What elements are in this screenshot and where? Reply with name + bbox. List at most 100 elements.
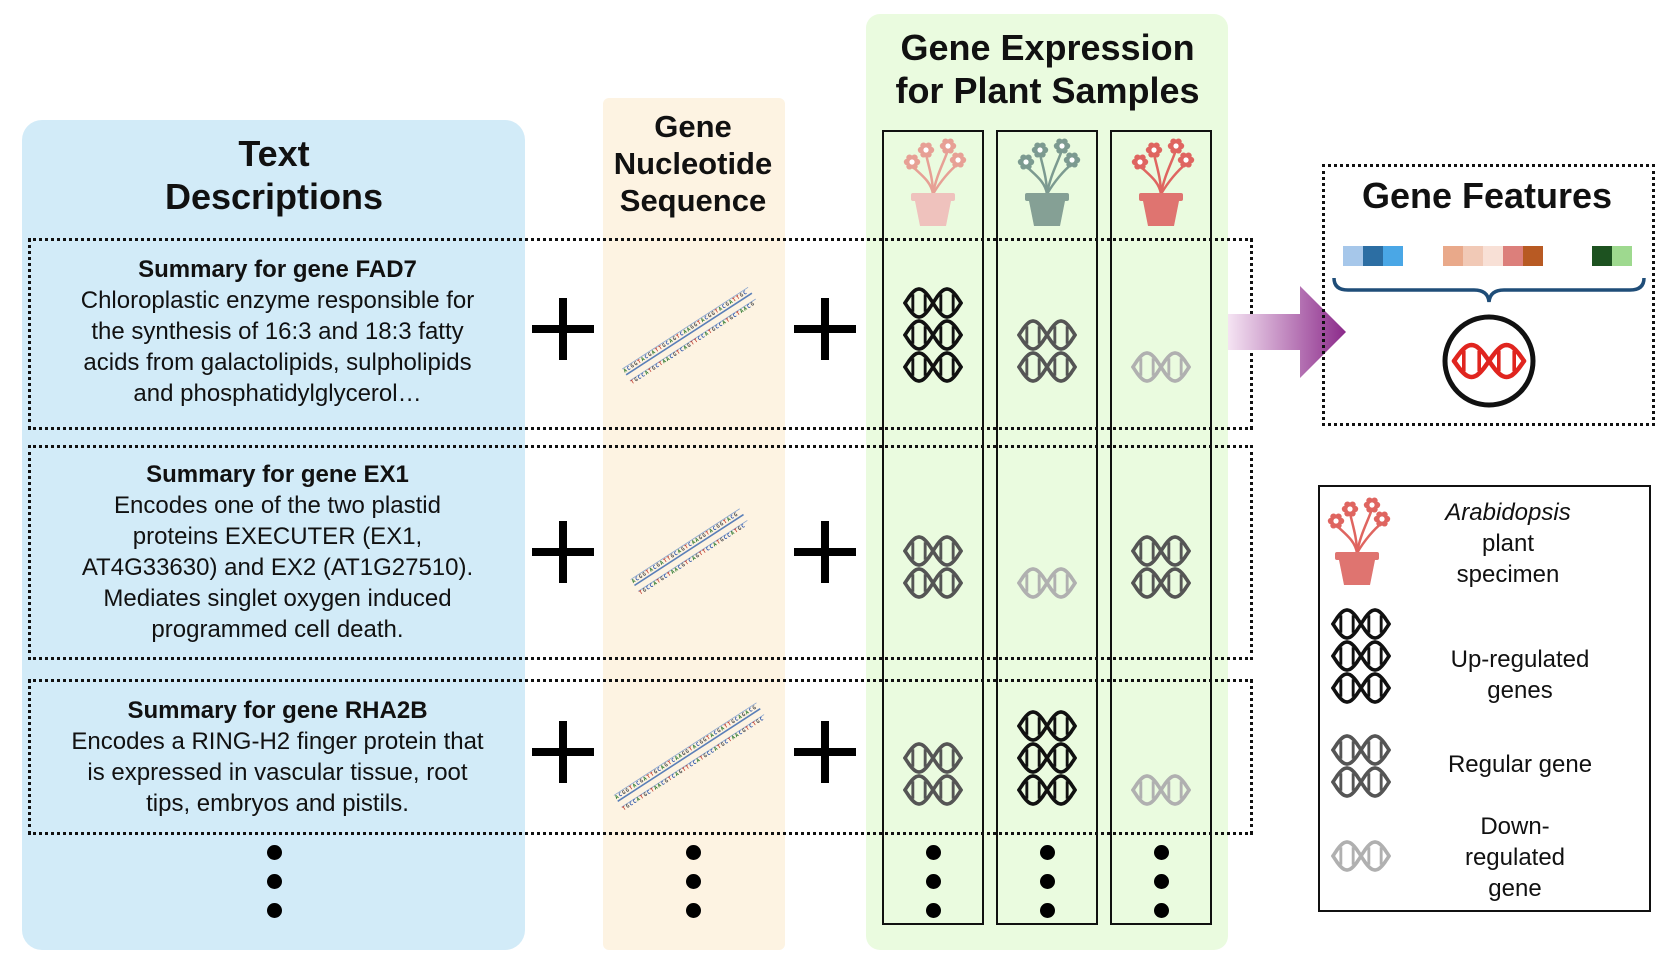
svg-text:T: T [637, 359, 643, 366]
dna-helix-icon [903, 742, 963, 774]
svg-text:A: A [720, 725, 727, 732]
text-descriptions-title-text: Text Descriptions [164, 133, 384, 218]
svg-text:C: C [724, 739, 730, 746]
plus-icon [794, 521, 856, 583]
legend-plant-label: Arabidopsis plant specimen [1398, 497, 1618, 590]
feature-cell [1343, 246, 1363, 266]
svg-text:T: T [706, 735, 712, 742]
legend-down-label: Down- regulated gene [1405, 811, 1625, 904]
svg-text:A: A [743, 305, 750, 312]
svg-text:T: T [663, 558, 669, 565]
svg-text:G: G [741, 728, 747, 735]
svg-text:G: G [647, 352, 653, 359]
legend-regular-text: Regular gene [1447, 751, 1593, 778]
ellipsis-dot [267, 845, 282, 860]
svg-text:C: C [746, 304, 752, 311]
feature-cell [1523, 246, 1543, 266]
dna-helix-icon [1331, 734, 1391, 766]
svg-text:A: A [670, 569, 677, 576]
svg-text:T: T [725, 317, 731, 324]
svg-text:C: C [740, 523, 746, 530]
svg-text:C: C [640, 372, 646, 379]
dna-helix-icon [903, 774, 963, 806]
ellipsis-dot [926, 874, 941, 889]
svg-text:A: A [674, 755, 681, 762]
svg-text:C: C [687, 542, 693, 549]
feature-cell [1363, 246, 1383, 266]
svg-text:A: A [640, 356, 647, 363]
svg-text:G: G [621, 790, 627, 797]
ellipsis-dot [926, 903, 941, 918]
svg-text:C: C [660, 780, 666, 787]
svg-text:A: A [644, 369, 651, 376]
svg-text:G: G [699, 739, 705, 746]
ellipsis-dot [1154, 874, 1169, 889]
svg-text:G: G [702, 737, 708, 744]
svg-text:T: T [697, 320, 703, 327]
ellipsis-dot [686, 845, 701, 860]
arrow-right-icon [1228, 286, 1346, 378]
svg-text:G: G [625, 787, 631, 794]
svg-text:T: T [628, 785, 634, 792]
svg-text:G: G [733, 512, 739, 519]
svg-text:A: A [731, 734, 738, 741]
svg-text:A: A [712, 541, 719, 548]
svg-text:A: A [695, 757, 702, 764]
svg-text:G: G [725, 301, 731, 308]
svg-text:G: G [680, 546, 686, 553]
svg-text:C: C [671, 758, 677, 765]
feature-cell [1483, 246, 1503, 266]
svg-text:T: T [727, 721, 733, 728]
plus-icon [532, 298, 594, 360]
svg-text:T: T [648, 368, 654, 375]
svg-text:G: G [656, 562, 662, 569]
gene-row-box-2 [28, 445, 1253, 660]
gene-sequence-title: Gene Nucleotide Sequence [603, 108, 783, 220]
svg-text:C: C [709, 544, 715, 551]
svg-text:T: T [667, 776, 673, 783]
svg-text:G: G [643, 792, 649, 799]
svg-text:C: C [669, 354, 675, 361]
svg-text:C: C [634, 576, 640, 583]
feature-cell [1592, 246, 1612, 266]
legend-plant-species: Arabidopsis [1445, 499, 1571, 526]
svg-text:C: C [705, 546, 711, 553]
svg-text:G: G [659, 576, 665, 583]
legend-regular-label: Regular gene [1410, 749, 1630, 780]
dna-helix-icon [1451, 342, 1527, 380]
feature-cell [1383, 246, 1403, 266]
dna-helix-icon [1017, 742, 1077, 774]
svg-text:A: A [631, 578, 638, 585]
svg-text:C: C [635, 780, 641, 787]
svg-text:C: C [706, 751, 712, 758]
gene-summary-body: Encodes one of the two plastid proteins … [81, 492, 474, 643]
legend-down-text: Down- regulated gene [1464, 813, 1566, 902]
svg-text:G: G [739, 292, 745, 299]
svg-text:T: T [676, 349, 682, 356]
plus-icon [532, 721, 594, 783]
svg-text:G: G [670, 553, 676, 560]
legend-box [1318, 485, 1651, 912]
svg-text:G: G [630, 363, 636, 370]
svg-text:T: T [675, 333, 681, 340]
dna-sequence-strip: ATCGGCGCTAATCGGCATTATAGCCGATGCTACGATATGC… [622, 286, 756, 386]
svg-text:G: G [711, 311, 717, 318]
svg-text:C: C [712, 526, 718, 533]
svg-text:G: G [752, 705, 758, 712]
svg-text:C: C [629, 801, 635, 808]
feature-cell [1463, 246, 1483, 266]
svg-text:C: C [730, 514, 736, 521]
svg-text:G: G [678, 769, 684, 776]
svg-text:A: A [649, 566, 656, 573]
svg-text:T: T [716, 539, 722, 546]
svg-text:C: C [637, 374, 643, 381]
svg-text:T: T [723, 723, 729, 730]
svg-text:T: T [666, 571, 672, 578]
svg-text:C: C [673, 551, 679, 558]
plus-icon [532, 521, 594, 583]
svg-text:A: A [659, 559, 666, 566]
svg-text:C: C [748, 707, 754, 714]
